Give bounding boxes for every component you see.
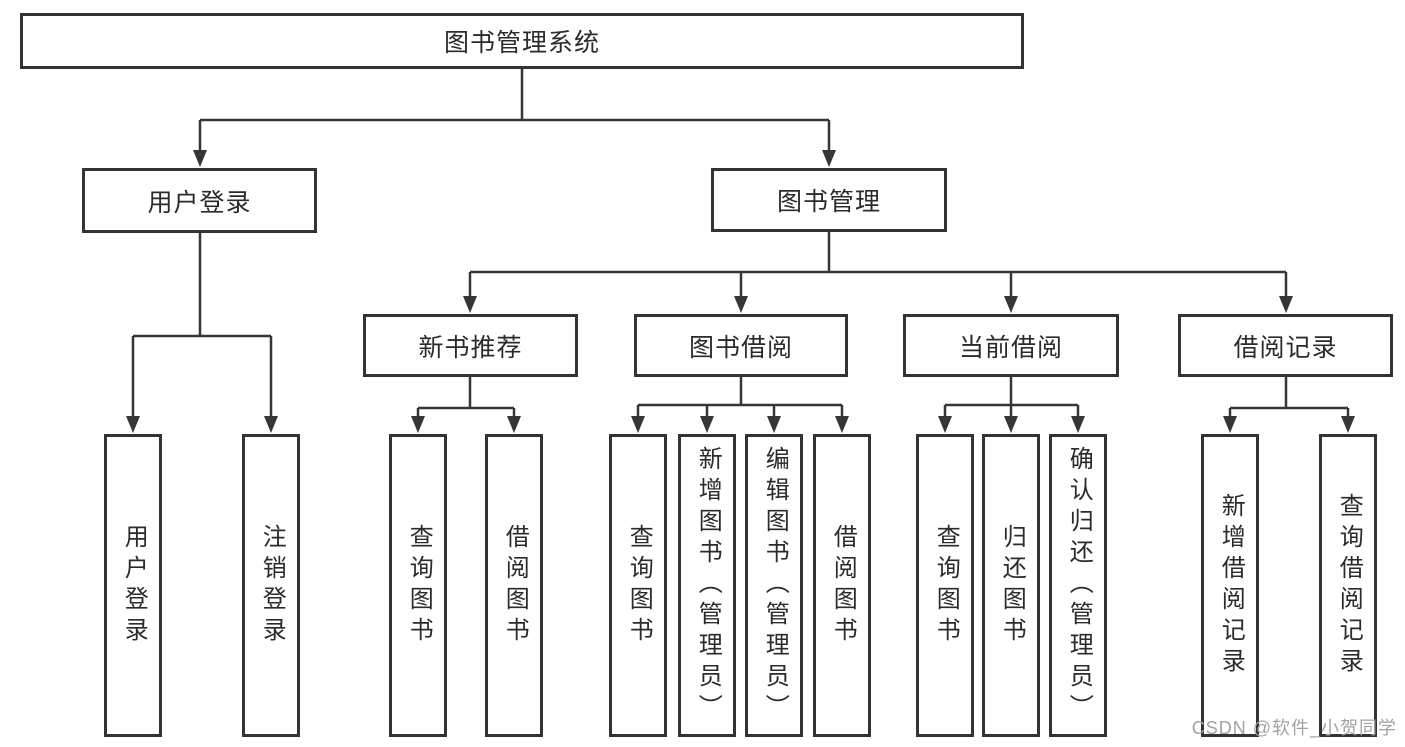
node-leaf-borrow-book-2: 借阅图书 xyxy=(813,434,871,737)
node-leaf-confirm-return-admin-label: 确认归还（管理员） xyxy=(1065,446,1093,725)
arrowheads xyxy=(126,150,1355,433)
node-leaf-return-book: 归还图书 xyxy=(982,434,1040,737)
node-leaf-add-book-admin-label: 新增图书（管理员） xyxy=(694,446,722,725)
arrow-down-icon xyxy=(767,416,781,433)
arrow-down-icon xyxy=(507,416,521,433)
arrow-down-icon xyxy=(193,150,207,167)
node-leaf-query-borrow-record-label: 查询借阅记录 xyxy=(1335,492,1363,679)
arrow-down-icon xyxy=(411,416,425,433)
arrow-down-icon xyxy=(126,416,140,433)
node-new-book-recommend: 新书推荐 xyxy=(363,314,578,377)
node-current-borrow: 当前借阅 xyxy=(903,314,1119,377)
connector-new-book-children xyxy=(416,377,516,419)
node-leaf-user-login: 用户登录 xyxy=(104,434,162,737)
node-leaf-edit-book-admin: 编辑图书（管理员） xyxy=(745,434,803,737)
node-leaf-borrow-book-2-label: 借阅图书 xyxy=(829,523,857,648)
arrow-down-icon xyxy=(938,416,952,433)
arrow-down-icon xyxy=(1004,296,1018,313)
csdn-watermark: CSDN @软件_小贺同学 xyxy=(1191,718,1397,738)
node-root: 图书管理系统 xyxy=(20,13,1024,69)
node-book-management: 图书管理 xyxy=(711,168,947,232)
node-leaf-add-borrow-record-label: 新增借阅记录 xyxy=(1217,492,1245,679)
node-leaf-confirm-return-admin: 确认归还（管理员） xyxy=(1049,434,1107,737)
node-book-management-label: 图书管理 xyxy=(776,188,881,216)
node-leaf-query-book-1-label: 查询图书 xyxy=(405,523,433,648)
node-leaf-add-borrow-record: 新增借阅记录 xyxy=(1201,434,1259,737)
connector-user-login-children xyxy=(131,233,273,419)
arrow-down-icon xyxy=(1071,416,1085,433)
arrow-down-icon xyxy=(463,296,477,313)
connector-borrow-record-children xyxy=(1228,377,1350,419)
node-leaf-query-borrow-record: 查询借阅记录 xyxy=(1319,434,1377,737)
node-leaf-logout: 注销登录 xyxy=(242,434,300,737)
arrow-down-icon xyxy=(835,416,849,433)
connector-current-borrow-children xyxy=(943,377,1080,419)
connector-book-borrow-children xyxy=(636,377,844,419)
node-leaf-query-book-3-label: 查询图书 xyxy=(932,523,960,648)
node-leaf-query-book-2-label: 查询图书 xyxy=(625,523,653,648)
node-new-book-recommend-label: 新书推荐 xyxy=(418,333,523,362)
node-borrow-record: 借阅记录 xyxy=(1178,314,1393,377)
node-current-borrow-label: 当前借阅 xyxy=(958,333,1063,362)
arrow-down-icon xyxy=(734,296,748,313)
arrow-down-icon xyxy=(700,416,714,433)
arrow-down-icon xyxy=(264,416,278,433)
node-user-login-label: 用户登录 xyxy=(147,188,252,217)
node-leaf-logout-label: 注销登录 xyxy=(258,523,286,648)
connector-paths xyxy=(131,69,1350,419)
node-leaf-query-book-1: 查询图书 xyxy=(389,434,447,737)
arrow-down-icon xyxy=(1004,416,1018,433)
node-leaf-add-book-admin: 新增图书（管理员） xyxy=(678,434,736,737)
connector-book-management-children xyxy=(468,232,1288,299)
arrow-down-icon xyxy=(822,150,836,167)
node-leaf-query-book-2: 查询图书 xyxy=(609,434,667,737)
node-borrow-record-label: 借阅记录 xyxy=(1233,333,1338,362)
node-leaf-return-book-label: 归还图书 xyxy=(998,523,1026,648)
node-leaf-borrow-book-1: 借阅图书 xyxy=(485,434,543,737)
node-book-borrow: 图书借阅 xyxy=(634,314,848,377)
node-root-label: 图书管理系统 xyxy=(443,29,600,57)
arrow-down-icon xyxy=(1279,296,1293,313)
arrow-down-icon xyxy=(1223,416,1237,433)
node-leaf-edit-book-admin-label: 编辑图书（管理员） xyxy=(761,446,789,725)
connector-root-to-level2 xyxy=(198,69,831,153)
arrow-down-icon xyxy=(1341,416,1355,433)
node-book-borrow-label: 图书借阅 xyxy=(688,333,793,362)
node-leaf-borrow-book-1-label: 借阅图书 xyxy=(501,523,529,648)
arrow-down-icon xyxy=(631,416,645,433)
node-user-login: 用户登录 xyxy=(82,168,317,233)
node-leaf-query-book-3: 查询图书 xyxy=(916,434,974,737)
node-leaf-user-login-label: 用户登录 xyxy=(120,523,148,648)
